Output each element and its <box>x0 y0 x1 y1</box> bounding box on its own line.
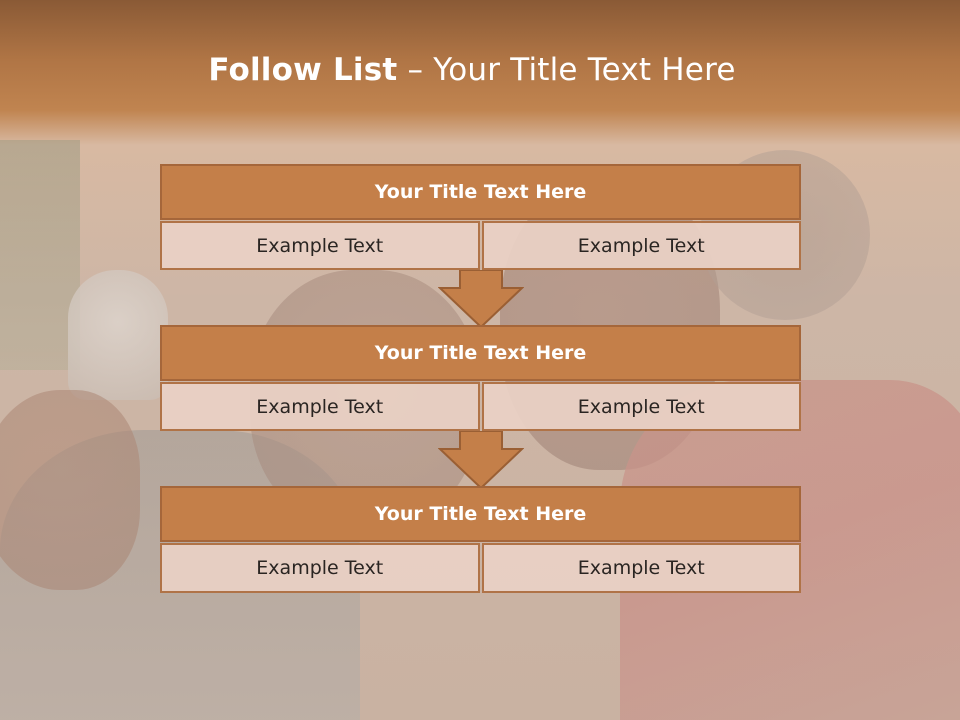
list-block-1: Your Title Text Here Example Text Exampl… <box>160 164 801 270</box>
slide-title-rest: – Your Title Text Here <box>397 52 736 88</box>
list-block-right-cell: Example Text <box>481 543 801 593</box>
background-hand <box>0 390 140 590</box>
down-arrow-icon <box>438 431 524 489</box>
list-block-title: Your Title Text Here <box>160 164 801 220</box>
list-block-title: Your Title Text Here <box>160 325 801 381</box>
background-window <box>0 140 80 370</box>
list-block-left-cell: Example Text <box>160 221 480 270</box>
list-block-left-cell: Example Text <box>160 543 480 593</box>
list-block-right-cell: Example Text <box>481 221 801 270</box>
list-block-row: Example Text Example Text <box>160 382 801 431</box>
list-block-title: Your Title Text Here <box>160 486 801 542</box>
list-block-right-cell: Example Text <box>481 382 801 431</box>
slide-title: Follow List – Your Title Text Here <box>0 52 944 88</box>
list-block-left-cell: Example Text <box>160 382 480 431</box>
background-lamp <box>68 270 168 400</box>
slide-title-bold: Follow List <box>208 52 398 88</box>
list-block-row: Example Text Example Text <box>160 543 801 593</box>
list-block-3: Your Title Text Here Example Text Exampl… <box>160 486 801 593</box>
list-block-2: Your Title Text Here Example Text Exampl… <box>160 325 801 431</box>
down-arrow-icon <box>438 270 524 328</box>
list-block-row: Example Text Example Text <box>160 221 801 270</box>
